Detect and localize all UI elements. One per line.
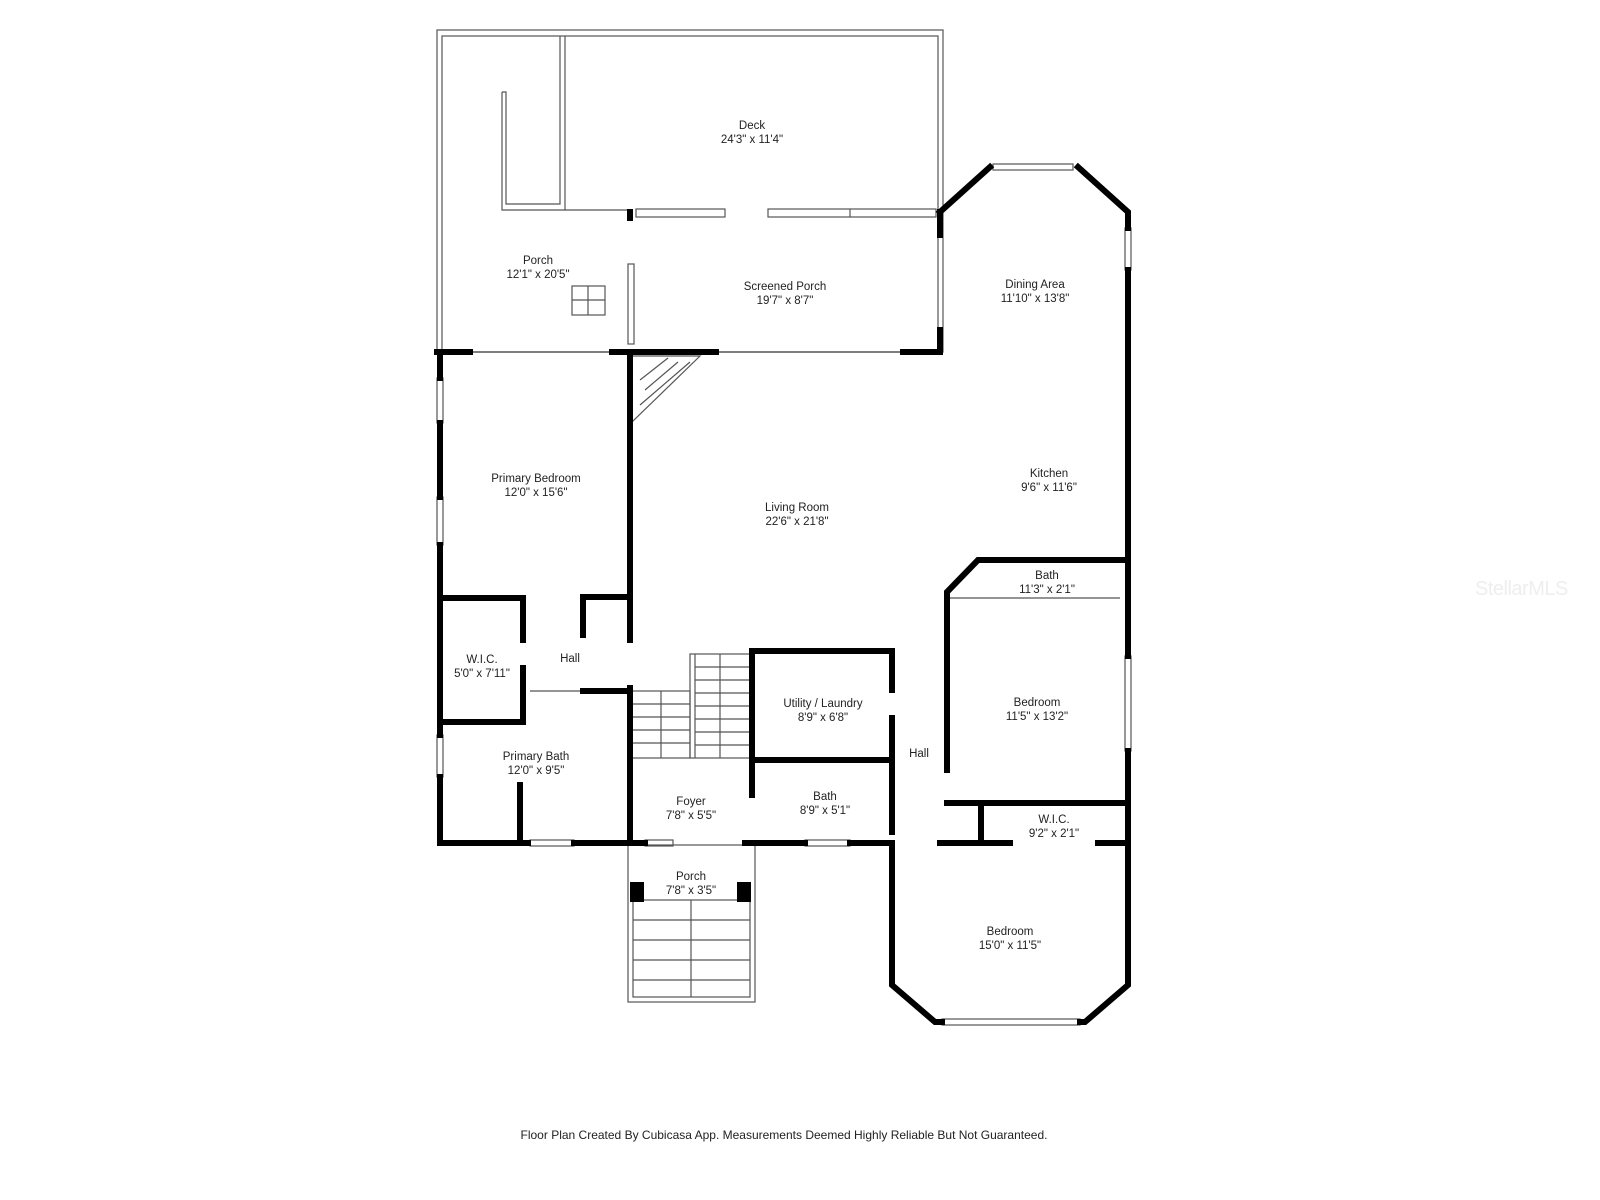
room-label-bedroom-right: Bedroom 11'5" x 13'2" (1006, 696, 1068, 724)
deck-divider (564, 36, 630, 211)
room-label-kitchen: Kitchen 9'6" x 11'6" (1021, 467, 1077, 495)
room-label-hall-right: Hall (909, 747, 929, 761)
room-size: 12'0" x 9'5" (507, 765, 565, 777)
room-size: 11'5" x 13'2" (1005, 711, 1069, 723)
room-size: 8'9" x 6'8" (797, 712, 849, 724)
room-name: Utility / Laundry (783, 698, 863, 710)
room-name: Bath (813, 791, 837, 803)
porch-stairs (627, 844, 756, 1003)
deck-outer-rail (436, 29, 944, 353)
room-name: Dining Area (1005, 279, 1065, 291)
room-name: Kitchen (1029, 468, 1069, 480)
room-size: 12'0" x 15'6" (504, 487, 568, 499)
room-label-porch: Porch 12'1" x 20'5" (506, 254, 569, 282)
room-name: W.I.C. (1038, 814, 1070, 826)
deck-inner-rail (441, 35, 939, 353)
room-name: W.I.C. (466, 654, 498, 666)
window (767, 208, 937, 218)
window (992, 163, 1074, 171)
stair-hatch (631, 355, 702, 424)
room-name: Hall (909, 748, 929, 760)
window (529, 839, 575, 847)
room-name: Living Room (765, 502, 829, 514)
thin-outlines (436, 29, 1132, 1026)
room-name: Primary Bath (502, 751, 570, 763)
window (436, 734, 444, 778)
room-label-bedroom-bottom: Bedroom 15'0" x 11'5" (979, 925, 1041, 953)
room-size: 9'2" x 2'1" (1028, 828, 1080, 840)
window (436, 377, 444, 424)
room-size: 19'7" x 8'7" (756, 295, 814, 307)
room-label-wic-primary: W.I.C. 5'0" x 7'11" (454, 653, 510, 681)
room-label-hall-left: Hall (560, 652, 580, 666)
room-label-deck: Deck 24'3" x 11'4" (721, 119, 783, 147)
room-name: Porch (522, 255, 554, 267)
room-name: Hall (560, 653, 580, 665)
room-label-living-room: Living Room 22'6" x 21'8" (765, 501, 829, 529)
room-name: Bath (1035, 570, 1059, 582)
room-size: 15'0" x 11'5" (978, 940, 1042, 952)
room-size: 7'8" x 5'5" (665, 810, 717, 822)
room-label-primary-bedroom: Primary Bedroom 12'0" x 15'6" (491, 472, 580, 500)
room-size: 24'3" x 11'4" (720, 134, 784, 146)
window (1124, 227, 1132, 271)
room-label-front-porch: Porch 7'8" x 3'5" (666, 870, 716, 898)
room-label-primary-bath: Primary Bath 12'0" x 9'5" (503, 750, 569, 778)
room-label-bath-upper: Bath 11'3" x 2'1" (1019, 569, 1075, 597)
window (635, 208, 726, 218)
window (436, 496, 444, 546)
room-label-bath-center: Bath 8'9" x 5'1" (800, 790, 850, 818)
room-label-foyer: Foyer 7'8" x 5'5" (666, 795, 716, 823)
room-size: 8'9" x 5'1" (799, 805, 851, 817)
room-name: Porch (675, 871, 707, 883)
room-size: 7'8" x 3'5" (665, 885, 717, 897)
room-label-screened-porch: Screened Porch 19'7" x 8'7" (744, 280, 826, 308)
room-size: 5'0" x 7'11" (454, 668, 510, 680)
room-size: 11'10" x 13'8" (1000, 293, 1070, 305)
room-name: Primary Bedroom (491, 473, 581, 485)
room-label-dining-area: Dining Area 11'10" x 13'8" (1001, 278, 1070, 306)
room-label-wic-bedroom: W.I.C. 9'2" x 2'1" (1029, 813, 1079, 841)
room-size: 12'1" x 20'5" (506, 269, 570, 281)
room-label-utility-laundry: Utility / Laundry 8'9" x 6'8" (783, 697, 862, 725)
room-name: Screened Porch (743, 281, 827, 293)
window (1124, 655, 1132, 752)
room-name: Deck (738, 120, 766, 132)
room-name: Bedroom (1013, 697, 1061, 709)
room-name: Bedroom (986, 926, 1034, 938)
room-size: 22'6" x 21'8" (765, 516, 829, 528)
room-size: 9'6" x 11'6" (1021, 482, 1077, 494)
window (627, 263, 635, 345)
walls (434, 162, 1131, 1025)
watermark-logo: StellarMLS (1475, 578, 1568, 600)
room-name: Foyer (676, 796, 706, 808)
room-size: 11'3" x 2'1" (1019, 584, 1075, 596)
footer-disclaimer: Floor Plan Created By Cubicasa App. Meas… (520, 1128, 1048, 1142)
window (941, 1018, 1081, 1026)
